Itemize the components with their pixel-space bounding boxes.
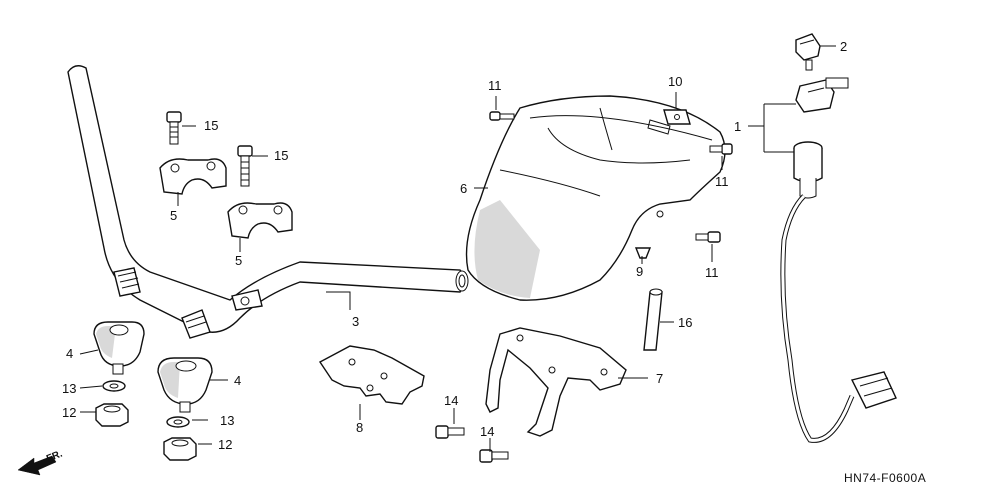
bracket-8: [318, 345, 425, 405]
callout-labels: 1 2 3 4 4 5 5 6 7 8 9 10 11 11 11 12 12 …: [62, 39, 847, 452]
callout-2: 2: [840, 39, 847, 54]
callout-15-lower: 15: [274, 148, 288, 163]
leader-lines: [79, 45, 836, 452]
callout-13-left: 13: [62, 381, 76, 396]
callout-5-lower: 5: [235, 253, 242, 268]
diagram-code: HN74-F0600A: [844, 471, 926, 485]
bracket-7: [485, 327, 627, 437]
callout-13-right: 13: [220, 413, 234, 428]
nut-12-right: [163, 437, 197, 461]
nut-12-left: [95, 403, 129, 427]
callout-6: 6: [460, 181, 467, 196]
bolt-14-right: [479, 449, 509, 463]
bolt-15-lower: [237, 145, 253, 187]
callout-7: 7: [656, 371, 663, 386]
callout-11-bottom: 11: [705, 265, 719, 280]
lower-holder-left: [93, 321, 145, 375]
callout-16: 16: [678, 315, 692, 330]
callout-8: 8: [356, 420, 363, 435]
clip-10: [663, 109, 691, 125]
washer-13-left: [102, 380, 126, 392]
callout-3: 3: [352, 314, 359, 329]
ignition-switch-upper: [795, 77, 849, 113]
handlebar-cover: [465, 95, 726, 301]
front-arrow-icon: [17, 455, 57, 476]
callout-11-right: 11: [715, 174, 729, 189]
bolt-11-right: [709, 143, 733, 155]
front-direction-indicator: FR.: [17, 448, 64, 476]
ignition-switch-lower: [793, 141, 823, 199]
upper-holder-left: [159, 158, 227, 195]
lower-holder-right: [157, 357, 213, 413]
bolt-11-bottom: [695, 231, 721, 243]
bolt-14-left: [435, 425, 465, 439]
callout-4-left: 4: [66, 346, 73, 361]
callout-12-left: 12: [62, 405, 76, 420]
front-label: FR.: [45, 448, 64, 464]
callout-14-left: 14: [444, 393, 458, 408]
callout-12-right: 12: [218, 437, 232, 452]
callout-10: 10: [668, 74, 682, 89]
bolt-11-top: [489, 111, 515, 121]
ignition-key: [795, 33, 821, 71]
washer-13-right: [166, 416, 190, 428]
callout-11-top: 11: [488, 78, 502, 93]
tube-16: [643, 288, 663, 351]
bolt-15-upper: [166, 111, 182, 145]
callout-5-upper: 5: [170, 208, 177, 223]
callout-15-upper: 15: [204, 118, 218, 133]
callout-9: 9: [636, 264, 643, 279]
switch-connector: [850, 371, 897, 409]
callout-14-right: 14: [480, 424, 494, 439]
callout-4-right: 4: [234, 373, 241, 388]
callout-1: 1: [734, 119, 741, 134]
switch-wire: [780, 194, 855, 443]
clip-9: [634, 247, 652, 259]
upper-holder-right: [227, 202, 293, 239]
handlebar: [67, 65, 469, 339]
